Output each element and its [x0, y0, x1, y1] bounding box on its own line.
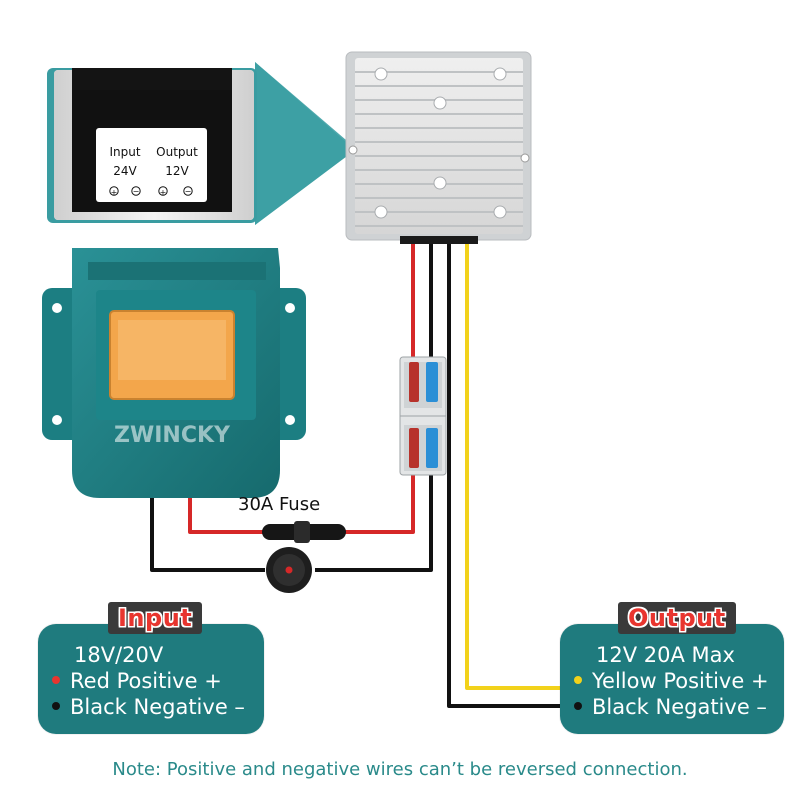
- input-info-panel: 18V/20V Red Positive + Black Negative –: [38, 624, 264, 734]
- input-positive-text: Red Positive +: [70, 669, 222, 693]
- input-tag: Input: [108, 602, 203, 634]
- input-positive-row: Red Positive +: [52, 668, 222, 694]
- black-wire-output-negative: [447, 244, 563, 708]
- wires: [150, 244, 563, 708]
- output-negative-row: Black Negative –: [574, 694, 767, 720]
- input-negative-text: Black Negative –: [70, 695, 245, 719]
- watermark: ZWINCKY: [114, 423, 231, 448]
- output-info-panel: 12V 20A Max Yellow Positive + Black Nega…: [560, 624, 784, 734]
- svg-text:−: −: [133, 187, 140, 196]
- input-negative-row: Black Negative –: [52, 694, 245, 720]
- output-rating: 12V 20A Max: [596, 643, 735, 667]
- red-dot-icon: [52, 676, 60, 684]
- yellow-dot-icon: [574, 676, 582, 684]
- label-output-voltage: 12V: [165, 164, 189, 178]
- svg-text:−: −: [185, 187, 192, 196]
- input-voltage: 18V/20V: [74, 643, 164, 667]
- wiring-note: Note: Positive and negative wires can’t …: [112, 759, 688, 780]
- output-tag: Output: [618, 602, 736, 634]
- battery-adapter: ZWINCKY: [42, 248, 306, 498]
- label-input-title: Input: [109, 145, 140, 159]
- label-plus-minus-icons: + − + −: [109, 186, 193, 197]
- label-output-title: Output: [156, 145, 198, 159]
- output-negative-text: Black Negative –: [592, 695, 767, 719]
- rocker-switch: [266, 547, 312, 593]
- svg-text:+: +: [160, 188, 167, 197]
- fuse-holder: [262, 521, 346, 543]
- fuse-label: 30A Fuse: [238, 494, 321, 515]
- dc-converter: [345, 51, 532, 244]
- output-positive-row: Yellow Positive +: [574, 668, 769, 694]
- black-dot-icon: [574, 702, 582, 710]
- svg-text:+: +: [111, 188, 118, 197]
- wire-connectors: [399, 356, 447, 476]
- black-dot-icon: [52, 702, 60, 710]
- output-positive-text: Yellow Positive +: [592, 669, 769, 693]
- yellow-wire-output-positive: [465, 244, 563, 690]
- red-wire-input-positive: [340, 244, 415, 534]
- converter-label-closeup: Input 24V Output 12V + − + −: [47, 68, 257, 223]
- black-wire-input-negative: [315, 244, 433, 572]
- label-input-voltage: 24V: [113, 164, 137, 178]
